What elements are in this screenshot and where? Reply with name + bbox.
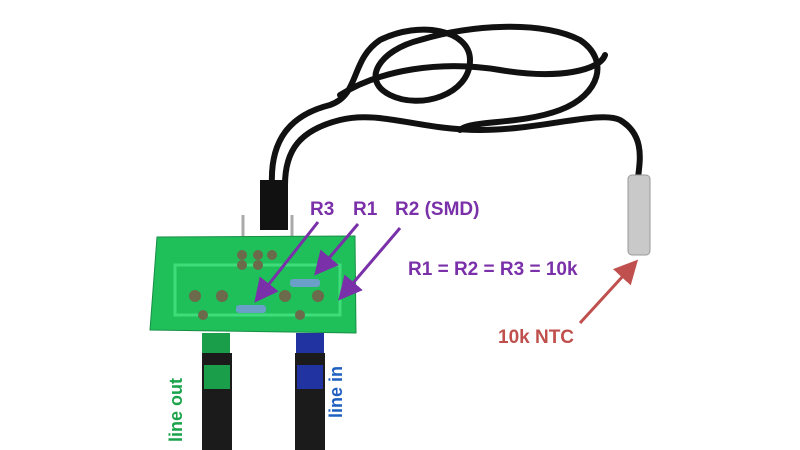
label-r3: R3 <box>310 199 335 220</box>
label-r1: R1 <box>353 199 378 220</box>
ntc-probe <box>627 174 651 256</box>
arrow-r3 <box>254 221 320 303</box>
arrow-r1 <box>314 223 360 276</box>
label-line-out: line out <box>166 378 186 442</box>
label-ntc: 10k NTC <box>498 327 575 348</box>
label-line-in: line in <box>326 365 346 418</box>
line-out-jack <box>202 333 230 353</box>
solder-pads <box>189 250 324 320</box>
line-in-jack <box>296 333 324 353</box>
cable-connector <box>260 180 288 230</box>
label-equation: R1 = R2 = R3 = 10k <box>408 259 578 280</box>
arrow-ntc <box>578 259 639 325</box>
resistor-r1 <box>290 279 320 287</box>
label-r2: R2 (SMD) <box>395 199 480 220</box>
arrow-r2 <box>338 227 402 301</box>
pcb-board <box>149 235 357 334</box>
resistor-r3 <box>236 305 266 313</box>
sensor-cable <box>268 23 643 188</box>
